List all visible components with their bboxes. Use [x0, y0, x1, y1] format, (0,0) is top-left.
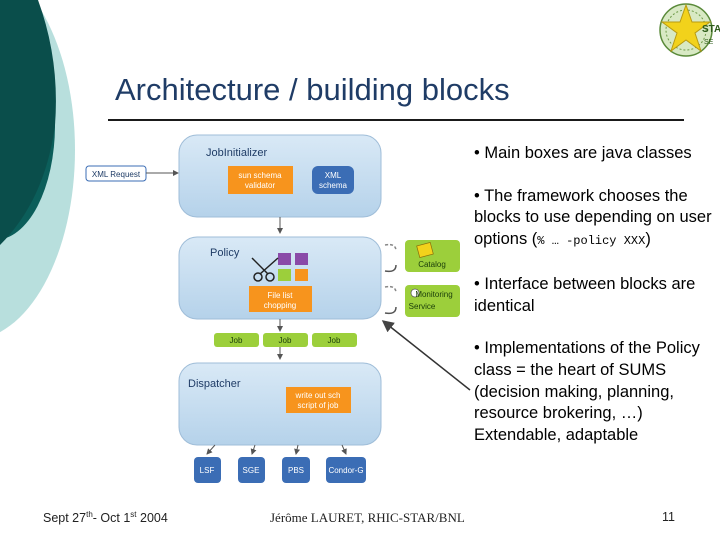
target-sge-label: SGE — [243, 466, 260, 475]
monitoring-icon — [410, 288, 420, 298]
catalog-label: Catalog — [418, 260, 446, 269]
file-list-chopping-line2: chopping — [264, 301, 296, 310]
xml-schema-box — [312, 166, 354, 194]
xml-request-box: XML Request — [85, 165, 147, 182]
bullet-text-tail: ) — [645, 230, 651, 249]
footer-author: Jérôme LAURET, RHIC-STAR/BNL — [270, 510, 465, 525]
dispatch-targets: LSF SGE PBS Condor-G — [194, 457, 366, 483]
decorative-left-shapes — [0, 0, 110, 540]
dispatcher-title: Dispatcher — [188, 378, 241, 390]
job-label: Job — [279, 336, 292, 345]
bullet-text: • Main boxes are java classes — [474, 144, 692, 162]
job-box — [263, 333, 308, 347]
target-condor-label: Condor-G — [328, 466, 363, 475]
xml-schema-line2: schema — [319, 181, 348, 190]
monitoring-line1: Monitoring — [415, 290, 452, 299]
footer-date-part: Sept 27 — [43, 511, 87, 526]
footer-date-part: 2004 — [136, 511, 168, 526]
policy-tile-green — [278, 269, 291, 281]
job-box — [312, 333, 357, 347]
target-condor-box — [326, 457, 366, 483]
file-list-chopping-line1: File list — [268, 291, 294, 300]
bullet-item: • Main boxes are java classes — [474, 143, 718, 165]
bullet-text: • Implementations of the Policy class = … — [474, 339, 700, 445]
target-lsf-box — [194, 457, 221, 483]
bullet-text: • The framework chooses the blocks to us… — [474, 186, 712, 249]
policy-title: Policy — [210, 247, 240, 259]
policy-service-connectors — [384, 243, 397, 315]
bullet-text: • Interface between blocks are identical — [474, 274, 696, 315]
bullet-item: • The framework chooses the blocks to us… — [474, 186, 718, 253]
monitoring-service-box: Monitoring Service — [405, 285, 460, 317]
teal-curve-graphic — [0, 0, 75, 333]
dispatcher-box: Dispatcher write out sch script of job — [178, 362, 382, 446]
write-script-box — [286, 387, 351, 413]
scissors-icon — [251, 257, 279, 282]
policy-tile-purple-2 — [295, 253, 308, 265]
bullet-code: % … -policy XXX — [537, 234, 646, 249]
dispatcher-target-arrows — [206, 444, 347, 455]
footer-date: Sept 27th- Oct 1st 2004 — [43, 510, 168, 525]
catalog-book-icon — [416, 241, 434, 259]
target-pbs-label: PBS — [288, 466, 304, 475]
xml-schema-line1: XML — [325, 171, 342, 180]
footer-date-part: - Oct 1 — [92, 511, 131, 526]
xml-request-label: XML Request — [92, 170, 141, 179]
job-box — [214, 333, 259, 347]
slide-title: Architecture / building blocks — [115, 72, 510, 107]
file-list-chopping-box — [249, 286, 312, 312]
catalog-box: Catalog — [405, 240, 460, 272]
bullet-item: • Interface between blocks are identical — [474, 274, 718, 317]
bullet-item: • Implementations of the Policy class = … — [474, 338, 718, 447]
policy-tile-purple — [278, 253, 291, 265]
star-logo: STAR SE — [656, 0, 720, 60]
policy-box: Policy File list chopping — [178, 236, 382, 320]
title-underline — [108, 119, 684, 121]
sun-schema-validator-box — [228, 166, 293, 194]
job-initializer-title: JobInitializer — [206, 147, 267, 159]
bullet-list: • Main boxes are java classes • The fram… — [474, 143, 718, 468]
job-label: Job — [328, 336, 341, 345]
monitoring-line2: Service — [409, 302, 436, 311]
page-number: 11 — [662, 510, 675, 524]
sun-schema-validator-line2: validator — [245, 181, 276, 190]
job-label: Job — [230, 336, 243, 345]
footer-date-sup: st — [130, 510, 137, 519]
write-script-line1: write out sch — [295, 391, 341, 400]
logo-sublabel: SE — [704, 39, 714, 46]
write-script-line2: script of job — [298, 401, 339, 410]
job-initializer-box: JobInitializer sun schema validator XML … — [178, 134, 382, 218]
target-pbs-box — [282, 457, 310, 483]
target-lsf-label: LSF — [200, 466, 215, 475]
job-row: Job Job Job — [214, 333, 357, 347]
policy-tile-orange — [295, 269, 308, 281]
sun-schema-validator-line1: sun schema — [238, 171, 282, 180]
target-sge-box — [238, 457, 265, 483]
architecture-diagram: XML Request JobInitializer sun schema va… — [85, 134, 471, 483]
footer-date-sup: th — [86, 510, 93, 519]
logo-label: STAR — [702, 24, 720, 35]
interface-annotation-arrow — [381, 320, 471, 391]
